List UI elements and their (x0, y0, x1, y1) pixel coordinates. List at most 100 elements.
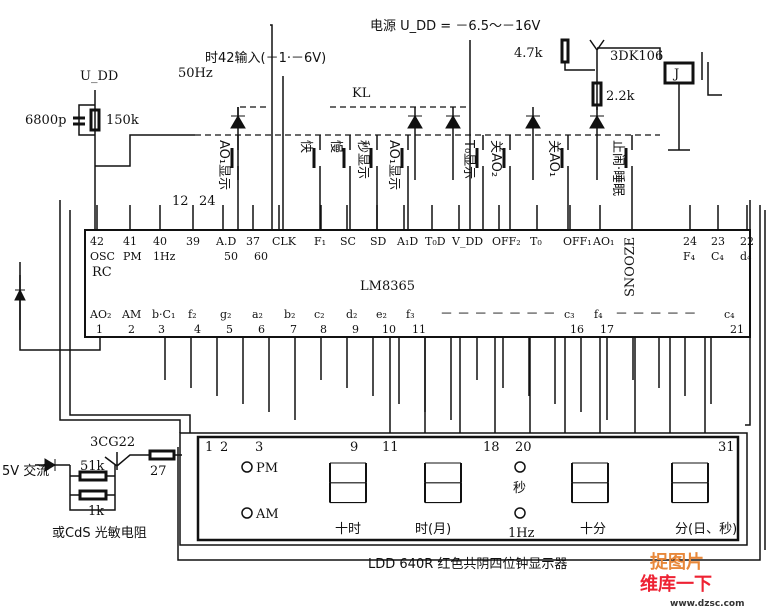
chip-bottom-pin-num: 4 (194, 323, 201, 336)
chip-bottom-pin-label: c₄ (724, 308, 735, 321)
display-pin-num: 9 (350, 440, 358, 455)
transistor-label: 3DK106 (610, 49, 663, 64)
chip-top-pin-num: SC (340, 235, 356, 248)
switch-label: T₀显示 (461, 139, 476, 179)
chip-top-pin-label: C₄ (711, 250, 724, 263)
supply-label: 电源 U_DD = －6.5～－16V (370, 19, 541, 34)
push-switch[interactable]: 关AO₂ (488, 135, 511, 230)
push-switch[interactable]: 快 (298, 135, 321, 230)
chip-bottom-pin-label: f₄ (594, 308, 603, 321)
seven-segment-digit (329, 462, 367, 504)
display-pin-num: 1 (205, 440, 213, 455)
resistor-150k (89, 108, 101, 132)
chip-top-pin-label: PM (123, 250, 142, 263)
chip-top-pin-num: 22 (740, 235, 754, 248)
switch-label: 秒显示 (355, 140, 370, 179)
switch-label: 关AO₁ (546, 140, 561, 177)
ldd640r-display (196, 435, 740, 542)
chip-bottom-pin-num: 17 (600, 323, 614, 336)
chip-bottom-pin-label: AM (121, 308, 141, 321)
resistor-2.2k (591, 81, 603, 107)
chip-top-pin-num: 42 (90, 235, 104, 248)
sec-label: 秒 (513, 481, 526, 496)
chip-top-pin-num: T₀ (530, 235, 542, 248)
chip-top-pin-num: 37 (246, 235, 260, 248)
chip-bottom-pin-num: 10 (382, 323, 396, 336)
clock-input-label: 时42输入(－1·－6V) (205, 50, 326, 66)
relay-coil-label: J (672, 67, 679, 82)
chip-top-pin-num: OFF₂ (492, 235, 521, 248)
chip-bottom-pin-num: 3 (158, 323, 165, 336)
chip-top-pin-num: 41 (123, 235, 137, 248)
chip-bottom-pins: AO₂1AM2b·C₁3f₂4g₂5a₂6b₂7c₂8d₂9e₂10f₃11c₃… (89, 308, 744, 336)
chip-bottom-pin-label: d₂ (346, 308, 357, 321)
watermark: 捉图片 维库一下 www.dzsc.com (630, 552, 770, 614)
bright-r2-label: 1k (88, 504, 104, 519)
bright-transistor-label: 3CG22 (90, 435, 135, 450)
pm-led (241, 461, 253, 473)
am-led (241, 507, 253, 519)
chip-bottom-pin-num: 7 (290, 323, 297, 336)
chip-bottom-pin-label: f₂ (188, 308, 196, 321)
chip-bottom-pin-label: b·C₁ (152, 308, 175, 321)
digit-label: 分(日、秒) (675, 522, 737, 537)
bright-r3-label: 27 (150, 464, 167, 479)
chip-top-pin-label: 1Hz (153, 250, 176, 263)
chip-top-pin-label: d₄ (740, 250, 752, 263)
bus-wires (164, 337, 712, 433)
chip-bottom-pin-num: 8 (320, 323, 327, 336)
push-switch[interactable]: 关AO₁ (546, 135, 569, 230)
kl-label: KL (352, 86, 371, 101)
chip-bottom-pin-num: 6 (258, 323, 265, 336)
chip-bottom-pin-label: c₂ (314, 308, 325, 321)
push-switch[interactable]: AO₁显示 (386, 135, 409, 230)
switch-label: 慢 (328, 140, 344, 153)
hz-label: 1Hz (508, 526, 535, 541)
res-label: 150k (106, 113, 139, 128)
display-pin-num: 2 (220, 440, 228, 455)
diodes (230, 107, 605, 180)
chip-bottom-pin-num: 16 (570, 323, 584, 336)
switch-label: 关AO₂ (488, 140, 503, 177)
chip-bottom-pin-label: b₂ (284, 308, 295, 321)
chip-top-pin-label: F₄ (683, 250, 696, 263)
pin-dashes: － － － － － － － (440, 307, 556, 322)
bright-r1-label: 51k (80, 459, 105, 474)
switch-label: 快 (298, 140, 313, 153)
chip-top-pin-num: F₁ (314, 235, 326, 248)
chip-bottom-pin-label: f₃ (406, 308, 414, 321)
resistor-4.7k (560, 38, 570, 64)
watermark-line2: 维库一下 (640, 574, 712, 595)
chip-bottom-pin-num: 9 (352, 323, 359, 336)
clock-freq-label: 50Hz (178, 66, 213, 81)
push-switch[interactable]: 止闹·睡眠 (610, 135, 633, 230)
chip-top-pin-num: OFF₁ (563, 235, 592, 248)
push-switch[interactable]: 秒显示 (355, 135, 378, 230)
display-pin-num: 3 (255, 440, 263, 455)
chip-bottom-pin-num: 11 (412, 323, 426, 336)
chip-top-pin-label: 50 (224, 250, 238, 263)
push-switch[interactable]: T₀显示 (461, 135, 484, 230)
push-switch[interactable]: 慢 (328, 135, 351, 230)
switch-label: AO₁显示 (216, 140, 231, 190)
pin-24-label: 24 (199, 194, 216, 209)
colon-led-top (514, 461, 526, 473)
push-switch[interactable]: AO₁显示 (216, 135, 239, 230)
cap-label: 6800p (25, 113, 66, 128)
display-name: LDD 640R 红色共阴四位钟显示器 (368, 556, 567, 572)
chip-top-pin-num: AO₁ (592, 235, 614, 248)
bright-source-label: 5V 交流 (2, 463, 49, 479)
chip-rc-label: RC (92, 265, 112, 280)
chip-top-pin-num: 24 (683, 235, 697, 248)
display-pin-num: 20 (515, 440, 532, 455)
vdd-label: U_DD (80, 69, 118, 84)
chip-bottom-pin-num: 21 (730, 323, 744, 336)
watermark-url: www.dzsc.com (670, 599, 745, 609)
display-pin-num: 11 (382, 440, 399, 455)
pin-12-label: 12 (172, 194, 189, 209)
chip-bottom-pin-label: a₂ (252, 308, 263, 321)
chip-bottom-pin-label: g₂ (220, 308, 231, 321)
digit-label: 时(月) (415, 522, 451, 537)
seven-segment-digit (424, 462, 462, 504)
